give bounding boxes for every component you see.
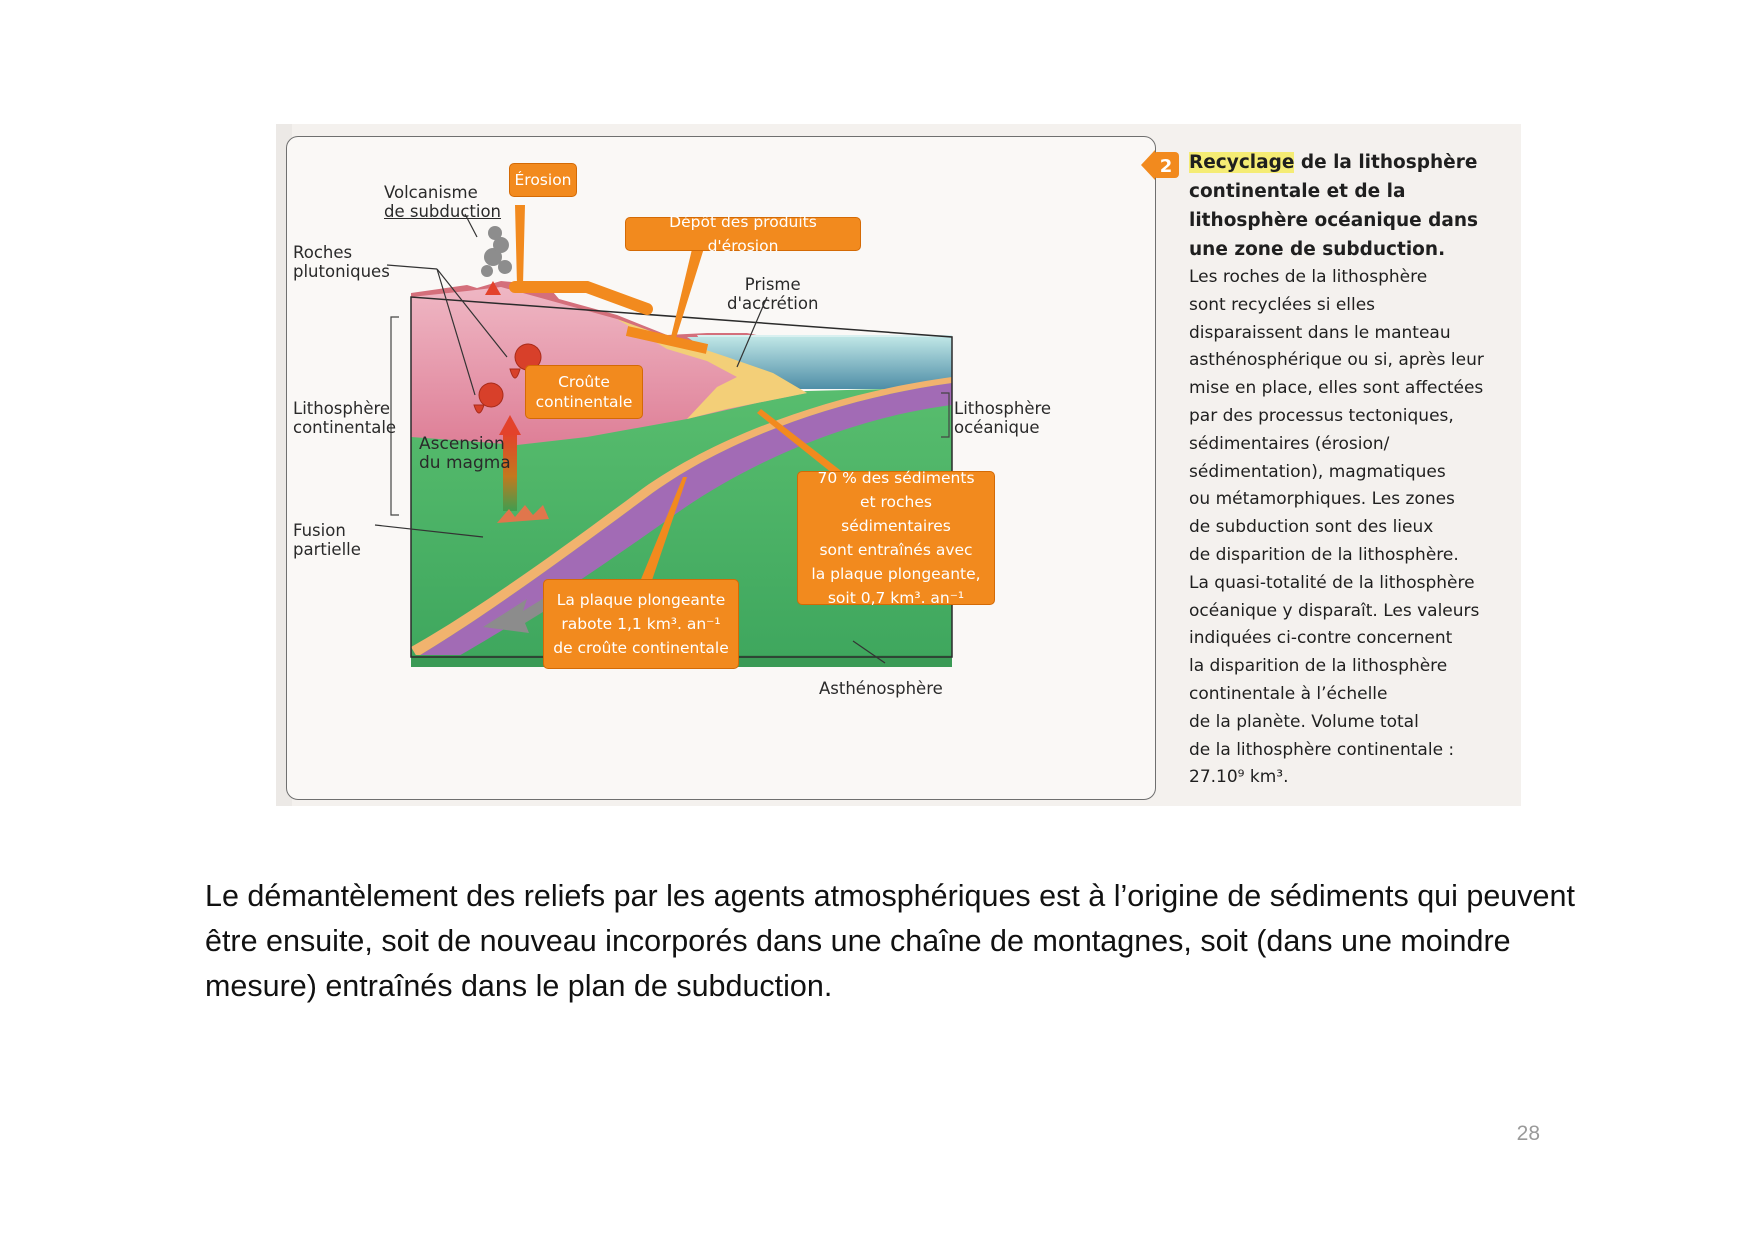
label-asthenosphere: Asthénosphère — [819, 679, 943, 698]
label-roches-plutoniques: Roches plutoniques — [293, 243, 390, 281]
volcanic-plume — [481, 226, 512, 277]
caption-body: Les roches de la lithosphère sont recycl… — [1189, 264, 1507, 792]
figure-number: 2 — [1160, 156, 1173, 177]
subduction-diagram: Volcanisme de subduction Roches plutoniq… — [286, 136, 1156, 800]
caption-title-highlight: Recyclage — [1189, 152, 1294, 173]
figure-caption: 2 Recyclage de la lithosphère continenta… — [1189, 148, 1507, 792]
box-erosion: Érosion — [509, 163, 577, 197]
figure-number-badge: 2 — [1141, 148, 1187, 182]
scanned-figure: Volcanisme de subduction Roches plutoniq… — [276, 124, 1521, 806]
box-depot: Dépôt des produits d'érosion — [625, 217, 861, 251]
label-fusion-partielle: Fusion partielle — [293, 521, 361, 559]
box-sediments: 70 % des sédiments et roches sédimentair… — [797, 471, 995, 605]
caption-title: Recyclage de la lithosphère continentale… — [1189, 148, 1507, 264]
page-number: 28 — [1500, 1122, 1540, 1146]
label-prisme: Prisme d'accrétion — [727, 275, 818, 313]
label-lithosphere-continentale: Lithosphère continentale — [293, 399, 396, 437]
label-lithosphere-oceanique: Lithosphère océanique — [954, 399, 1051, 437]
label-volcanisme: Volcanisme de subduction — [384, 183, 501, 221]
slide-body-text: Le démantèlement des reliefs par les age… — [205, 874, 1625, 1009]
label-ascension: Ascension du magma — [419, 435, 511, 473]
box-rabote: La plaque plongeante rabote 1,1 km³. an⁻… — [543, 579, 739, 669]
box-pointer — [515, 205, 525, 285]
